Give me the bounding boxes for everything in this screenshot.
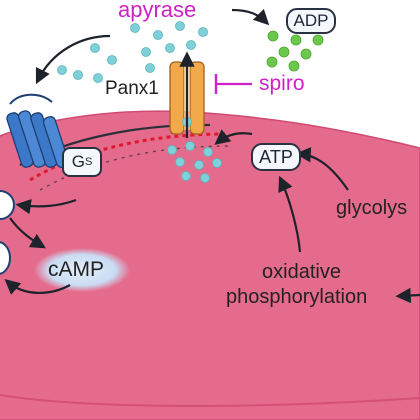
arrow-camp-feedback (4, 278, 71, 295)
arrow-oxphos-to-atp (278, 175, 302, 253)
spiro-label: spiro (259, 72, 305, 95)
arrow-atp-to-panx1 (214, 129, 253, 145)
arrow-apyrase-to-adp (231, 8, 270, 26)
arrow-right-to-oxphos (395, 287, 420, 304)
atp-badge: ATP (251, 143, 301, 171)
camp-label: cAMP (48, 258, 105, 281)
atp-label: ATP (259, 146, 293, 167)
glycolysis-label: glycolys (336, 197, 408, 219)
adenylyl-cyclase (0, 241, 11, 275)
gs-label: G (71, 152, 85, 171)
extracellular-atp-dots (57, 21, 208, 83)
oxidative-label-line1: oxidative (262, 261, 341, 283)
intracellular-atp-dots (167, 117, 222, 183)
camp-glow (34, 248, 130, 292)
gs-subscript: S (84, 156, 93, 168)
arrow-gprotein-to-camp (9, 217, 46, 249)
arrow-glycolysis-to-atp (295, 147, 349, 191)
adp-dots (266, 30, 324, 72)
panx1-label: Panx1 (105, 78, 159, 99)
arrow-atp-to-receptor (35, 34, 111, 85)
oxidative-label-line2: phosphorylation (226, 286, 368, 308)
cell-lower-edge (0, 394, 420, 407)
apyrase-label: apyrase (118, 0, 197, 22)
membrane-inner-dashed (39, 145, 231, 191)
g-protein-alpha (0, 190, 15, 220)
adp-badge: ADP (286, 8, 336, 34)
arrow-gs-to-gprotein (15, 198, 77, 215)
adp-label: ADP (293, 11, 329, 30)
